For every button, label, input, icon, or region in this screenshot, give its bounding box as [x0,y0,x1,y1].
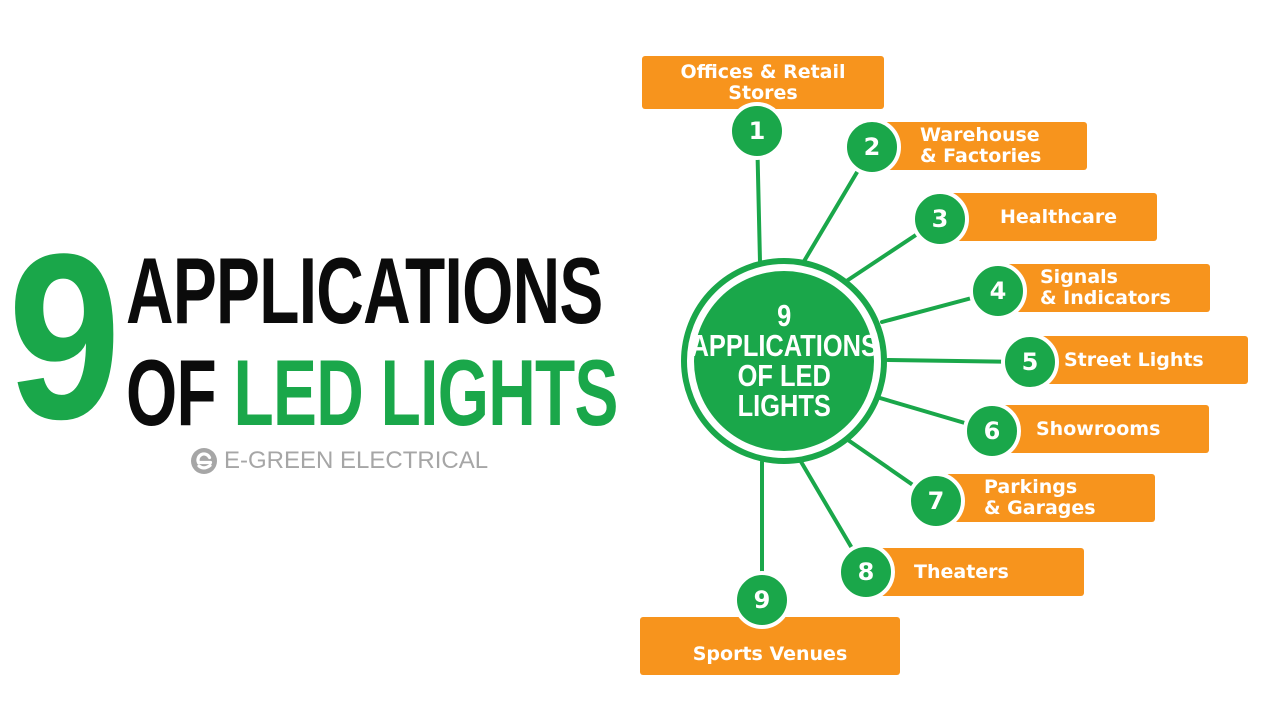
brand-name: E-GREEN ELECTRICAL [224,447,489,474]
application-label-8: Theaters [876,548,1084,596]
application-label-5: Street Lights [1040,336,1248,384]
headline-line-2-accent: LED LIGHTS [233,340,619,445]
headline-number: 9 [8,205,121,469]
number-circle-3: 3 [911,190,969,248]
application-label-4: Signals & Indicators [1006,264,1210,312]
number-circle-6: 6 [963,402,1021,460]
e-leaf-logo-icon [191,448,217,474]
application-label-3: Healthcare [950,193,1157,241]
application-label-2: Warehouse & Factories [880,122,1087,170]
headline-line-2: OF LED LIGHTS [126,346,618,440]
number-circle-5: 5 [1001,333,1059,391]
headline-line-2-prefix: OF [126,340,234,445]
number-circle-1: 1 [728,102,786,160]
central-hub-text: 9 APPLICATIONS OF LED LIGHTS [690,298,878,423]
central-hub: 9 APPLICATIONS OF LED LIGHTS [681,258,887,464]
brand: E-GREEN ELECTRICAL [190,445,488,477]
number-circle-2: 2 [843,118,901,176]
application-label-6: Showrooms [1002,405,1209,453]
number-circle-8: 8 [837,543,895,601]
number-circle-9: 9 [733,571,791,629]
number-circle-4: 4 [969,262,1027,320]
headline-line-1: APPLICATIONS [126,238,603,343]
central-hub-disc: 9 APPLICATIONS OF LED LIGHTS [690,271,878,451]
application-label-1: Offices & Retail Stores [642,56,884,109]
application-label-7: Parkings & Garages [946,474,1155,522]
number-circle-7: 7 [907,472,965,530]
